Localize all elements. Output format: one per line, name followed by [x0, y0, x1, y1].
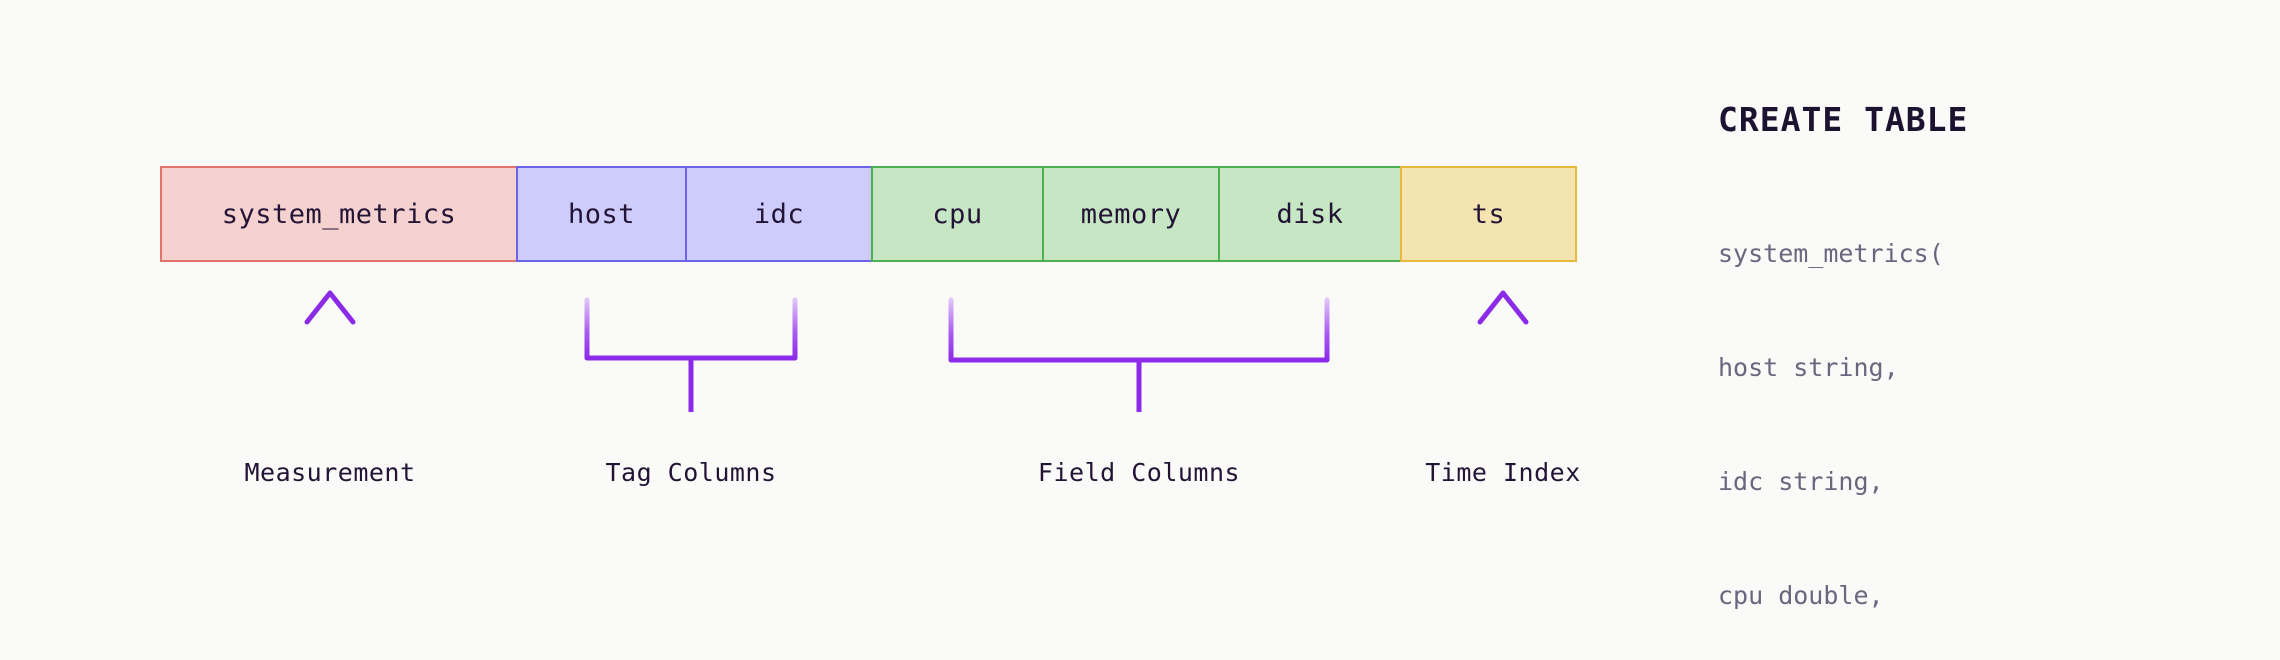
schema-cell-label: ts — [1471, 198, 1506, 230]
schema-cell-time-index-ts[interactable]: ts — [1400, 166, 1577, 262]
code-plain: system_metrics( — [1718, 239, 1944, 268]
code-line: system_metrics( — [1718, 235, 2238, 273]
code-plain: cpu double, — [1718, 581, 1884, 610]
schema-cell-label: host — [567, 198, 636, 230]
schema-strip: system_metrics host idc cpu memory disk … — [160, 166, 1577, 262]
create-table-code-panel: CREATE TABLE system_metrics( host string… — [1718, 100, 2238, 660]
schema-cell-label: cpu — [932, 198, 983, 230]
annotation-label-field-columns: Field Columns — [1037, 458, 1241, 487]
schema-cell-field-memory[interactable]: memory — [1042, 166, 1220, 262]
code-line: host string, — [1718, 349, 2238, 387]
annotation-label-measurement: Measurement — [244, 458, 416, 487]
schema-cell-label: disk — [1276, 198, 1344, 230]
field-columns-bracket-icon — [948, 297, 1330, 412]
code-line: cpu double, — [1718, 577, 2238, 615]
code-panel-title: CREATE TABLE — [1718, 100, 1969, 139]
code-plain: idc string, — [1718, 467, 1884, 496]
code-line: idc string, — [1718, 463, 2238, 501]
schema-cell-field-disk[interactable]: disk — [1217, 166, 1403, 262]
tag-columns-bracket-icon — [584, 297, 798, 412]
time-index-arrow-icon — [1477, 290, 1529, 412]
schema-cell-tag-host[interactable]: host — [515, 166, 688, 262]
code-plain: host string, — [1718, 353, 1899, 382]
schema-cell-label: idc — [753, 198, 805, 230]
annotation-label-time-index: Time Index — [1425, 458, 1581, 487]
code-panel-body: system_metrics( host string, idc string,… — [1718, 159, 2238, 660]
schema-cell-label: system_metrics — [221, 198, 457, 230]
schema-cell-field-cpu[interactable]: cpu — [870, 166, 1045, 262]
measurement-arrow-icon — [304, 290, 356, 412]
schema-cell-tag-idc[interactable]: idc — [685, 166, 873, 262]
schema-cell-label: memory — [1080, 198, 1182, 230]
annotation-label-tag-columns: Tag Columns — [605, 458, 777, 487]
schema-cell-measurement[interactable]: system_metrics — [160, 166, 518, 262]
